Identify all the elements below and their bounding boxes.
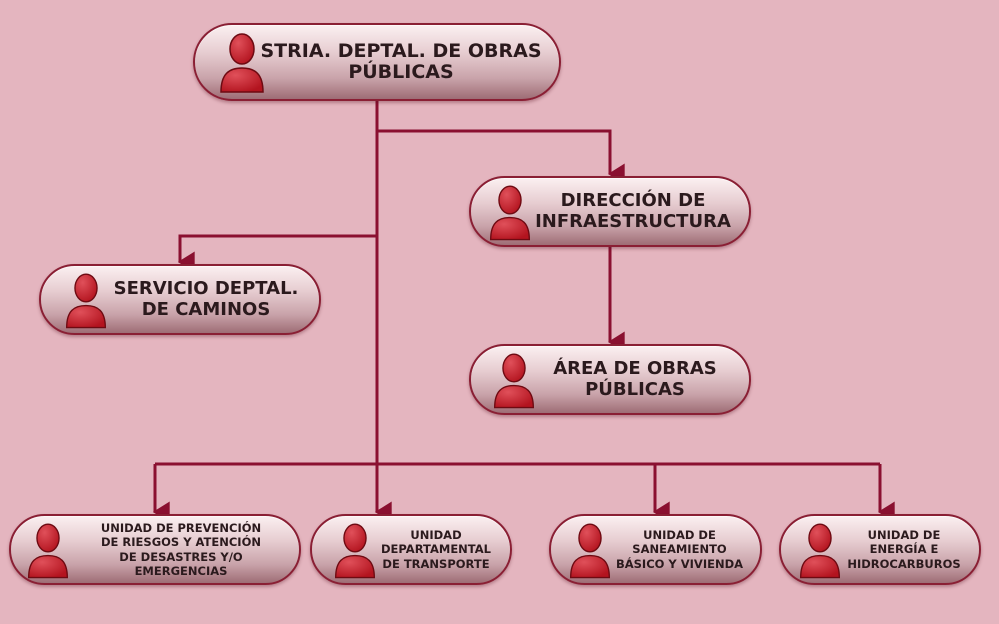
node-direccion-infraestructura: DIRECCIÓN DE INFRAESTRUCTURA (469, 176, 751, 247)
node-label: STRIA. DEPTAL. DE OBRAS PÚBLICAS (260, 39, 542, 83)
person-icon (334, 523, 376, 578)
person-icon (493, 353, 535, 408)
node-label: ÁREA DE OBRAS PÚBLICAS (553, 358, 717, 400)
node-unidad-transporte: UNIDAD DEPARTAMENTAL DE TRANSPORTE (310, 514, 512, 585)
node-label: UNIDAD DE ENERGÍA E HIDROCARBUROS (847, 527, 961, 571)
connector-direccion (377, 129, 625, 185)
person-icon (220, 33, 264, 93)
node-label: SERVICIO DEPTAL. DE CAMINOS (113, 278, 299, 320)
node-secretaria-obras-publicas: STRIA. DEPTAL. DE OBRAS PÚBLICAS (193, 23, 561, 101)
person-icon (799, 523, 841, 578)
connector-caminos (177, 234, 377, 273)
person-icon (569, 523, 611, 578)
node-unidad-saneamiento: UNIDAD DE SANEAMIENTO BÁSICO Y VIVIENDA (549, 514, 762, 585)
node-label: UNIDAD DE SANEAMIENTO BÁSICO Y VIVIENDA (615, 527, 744, 571)
node-servicio-caminos: SERVICIO DEPTAL. DE CAMINOS (39, 264, 321, 335)
node-unidad-riesgos: UNIDAD DE PREVENCIÓN DE RIESGOS Y ATENCI… (9, 514, 301, 585)
node-label: UNIDAD DE PREVENCIÓN DE RIESGOS Y ATENCI… (100, 520, 262, 578)
node-label: DIRECCIÓN DE INFRAESTRUCTURA (535, 190, 731, 232)
person-icon (489, 185, 531, 240)
node-unidad-energia: UNIDAD DE ENERGÍA E HIDROCARBUROS (779, 514, 981, 585)
person-icon (27, 523, 69, 578)
person-icon (65, 273, 107, 328)
node-area-obras-publicas: ÁREA DE OBRAS PÚBLICAS (469, 344, 751, 415)
node-label: UNIDAD DEPARTAMENTAL DE TRANSPORTE (381, 527, 491, 571)
